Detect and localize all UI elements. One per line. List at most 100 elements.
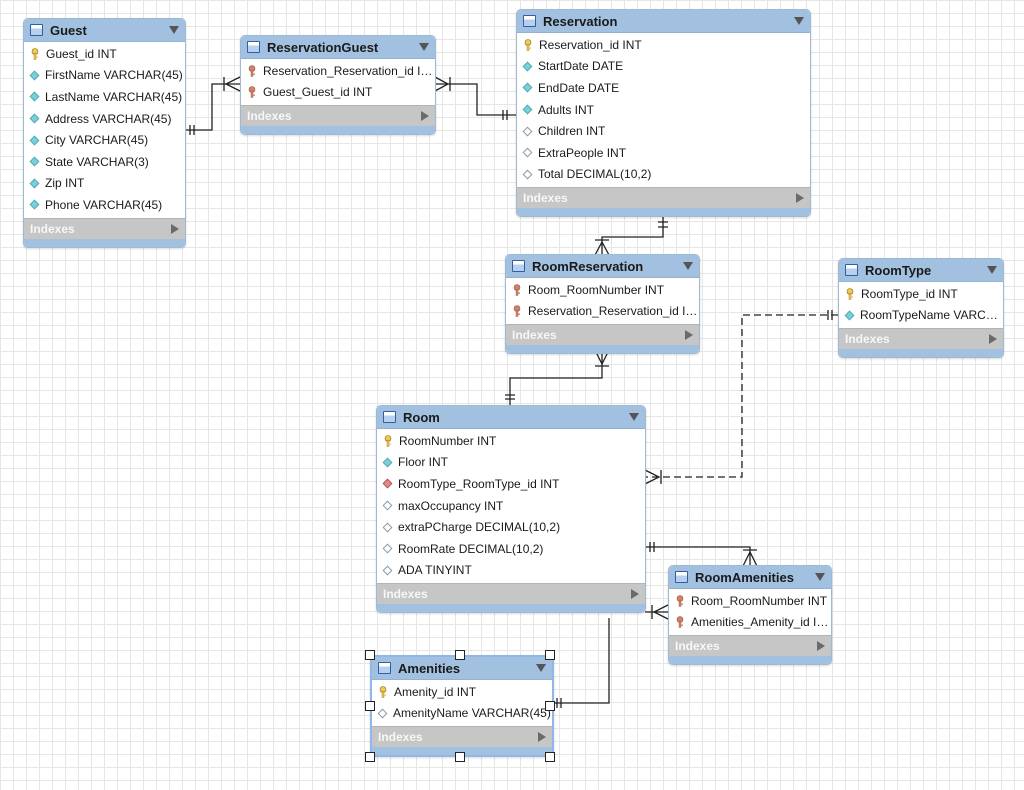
column-row[interactable]: Room_RoomNumber INT — [669, 590, 831, 612]
indexes-bar[interactable]: Indexes — [24, 217, 185, 239]
column-row[interactable]: Phone VARCHAR(45) — [24, 194, 185, 216]
resize-handle[interactable] — [545, 701, 555, 711]
column-row[interactable]: RoomType_RoomType_id INT — [377, 473, 645, 495]
table-title: Reservation — [543, 13, 618, 29]
resize-handle[interactable] — [365, 752, 375, 762]
collapse-arrow-icon[interactable] — [683, 262, 693, 270]
column-row[interactable]: Zip INT — [24, 173, 185, 195]
column-row[interactable]: ADA TINYINT — [377, 560, 645, 582]
column-row[interactable]: RoomNumber INT — [377, 430, 645, 452]
column-row[interactable]: FirstName VARCHAR(45) — [24, 65, 185, 87]
indexes-bar[interactable]: Indexes — [517, 187, 810, 209]
column-label: maxOccupancy INT — [398, 498, 504, 513]
collapse-arrow-icon[interactable] — [169, 26, 179, 34]
resize-handle[interactable] — [545, 650, 555, 660]
column-row[interactable]: Total DECIMAL(10,2) — [517, 164, 810, 186]
indexes-bar[interactable]: Indexes — [241, 105, 435, 127]
column-row[interactable]: Reservation_Reservation_id INT — [506, 301, 699, 323]
indexes-label: Indexes — [845, 332, 890, 347]
column-row[interactable]: StartDate DATE — [517, 56, 810, 78]
expand-arrow-icon[interactable] — [796, 193, 804, 204]
connector-roomtype-room — [645, 314, 838, 478]
expand-arrow-icon[interactable] — [631, 589, 639, 600]
column-row[interactable]: Amenity_id INT — [372, 681, 552, 703]
column-row[interactable]: Reservation_Reservation_id INT — [241, 60, 435, 82]
column-row[interactable]: EndDate DATE — [517, 77, 810, 99]
collapse-arrow-icon[interactable] — [987, 266, 997, 274]
resize-handle[interactable] — [365, 701, 375, 711]
indexes-label: Indexes — [383, 587, 428, 602]
collapse-arrow-icon[interactable] — [629, 413, 639, 421]
resize-handle[interactable] — [545, 752, 555, 762]
collapse-arrow-icon[interactable] — [794, 17, 804, 25]
column-row[interactable]: RoomRate DECIMAL(10,2) — [377, 538, 645, 560]
expand-arrow-icon[interactable] — [685, 330, 693, 341]
column-row[interactable]: Reservation_id INT — [517, 34, 810, 56]
column-row[interactable]: Children INT — [517, 120, 810, 142]
table-footer — [839, 349, 1003, 358]
column-row[interactable]: City VARCHAR(45) — [24, 129, 185, 151]
resize-handle[interactable] — [365, 650, 375, 660]
column-row[interactable]: maxOccupancy INT — [377, 495, 645, 517]
expand-arrow-icon[interactable] — [989, 334, 997, 345]
filled-diamond-icon — [522, 83, 533, 93]
expand-arrow-icon[interactable] — [171, 223, 179, 234]
resize-handle[interactable] — [455, 650, 465, 660]
indexes-bar[interactable]: Indexes — [669, 635, 831, 657]
table-header[interactable]: RoomReservation — [506, 255, 699, 278]
column-row[interactable]: RoomTypeName VARC… — [839, 305, 1003, 327]
expand-arrow-icon[interactable] — [421, 111, 429, 122]
expand-arrow-icon[interactable] — [538, 732, 546, 743]
column-row[interactable]: Room_RoomNumber INT — [506, 279, 699, 301]
table-title: ReservationGuest — [267, 39, 379, 55]
indexes-bar[interactable]: Indexes — [372, 726, 552, 748]
foreign-key-icon — [512, 283, 522, 296]
resize-handle[interactable] — [455, 752, 465, 762]
column-row[interactable]: LastName VARCHAR(45) — [24, 86, 185, 108]
column-label: Address VARCHAR(45) — [45, 111, 172, 126]
column-row[interactable]: Adults INT — [517, 99, 810, 121]
table-icon — [247, 41, 260, 53]
table-header[interactable]: Reservation — [517, 10, 810, 33]
collapse-arrow-icon[interactable] — [815, 573, 825, 581]
foreign-key-icon — [247, 86, 257, 99]
column-row[interactable]: RoomType_id INT — [839, 283, 1003, 305]
table-header[interactable]: Room — [377, 406, 645, 429]
column-row[interactable]: Floor INT — [377, 452, 645, 474]
collapse-arrow-icon[interactable] — [536, 664, 546, 672]
collapse-arrow-icon[interactable] — [419, 43, 429, 51]
primary-key-icon — [845, 287, 855, 300]
column-row[interactable]: extraPCharge DECIMAL(10,2) — [377, 516, 645, 538]
column-label: extraPCharge DECIMAL(10,2) — [398, 520, 561, 535]
table-header[interactable]: RoomAmenities — [669, 566, 831, 589]
indexes-bar[interactable]: Indexes — [839, 328, 1003, 350]
column-row[interactable]: Amenities_Amenity_id INT — [669, 612, 831, 634]
column-label: Total DECIMAL(10,2) — [538, 167, 652, 182]
column-label: RoomType_RoomType_id INT — [398, 476, 560, 491]
table-header[interactable]: Amenities — [372, 657, 552, 680]
indexes-bar[interactable]: Indexes — [377, 583, 645, 605]
indexes-bar[interactable]: Indexes — [506, 324, 699, 346]
column-row[interactable]: Guest_Guest_id INT — [241, 82, 435, 104]
table-header[interactable]: Guest — [24, 19, 185, 42]
table-header[interactable]: RoomType — [839, 259, 1003, 282]
table-header[interactable]: ReservationGuest — [241, 36, 435, 59]
column-row[interactable]: Guest_id INT — [24, 43, 185, 65]
column-label: Guest_id INT — [46, 46, 117, 61]
column-row[interactable]: Address VARCHAR(45) — [24, 108, 185, 130]
expand-arrow-icon[interactable] — [817, 641, 825, 652]
column-row[interactable]: AmenityName VARCHAR(45) — [372, 703, 552, 725]
column-row[interactable]: ExtraPeople INT — [517, 142, 810, 164]
column-row[interactable]: State VARCHAR(3) — [24, 151, 185, 173]
